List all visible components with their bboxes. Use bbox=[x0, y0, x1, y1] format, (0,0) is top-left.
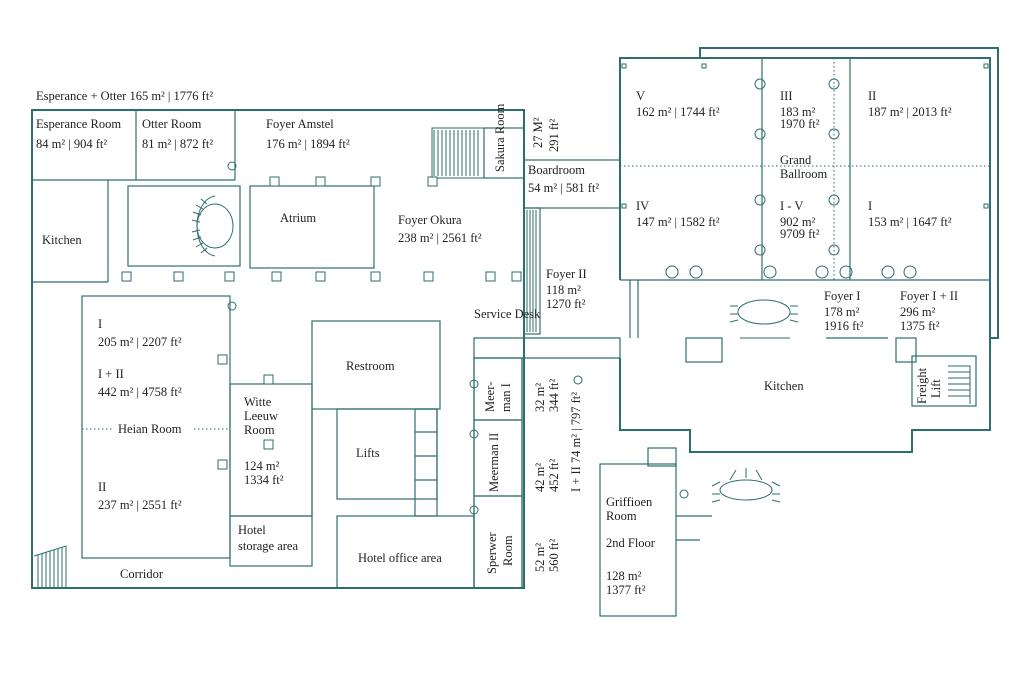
foyer-okura-name: Foyer Okura bbox=[398, 213, 462, 227]
foyer-i-area-m: 178 m² bbox=[824, 305, 860, 319]
sperwer-area-m: 52 m² bbox=[533, 543, 547, 572]
witte-leeuw-area-m: 124 m² bbox=[244, 459, 280, 473]
foyer-i-ii-name: Foyer I + II bbox=[900, 289, 958, 303]
sakura-name: Sakura Room bbox=[493, 103, 507, 172]
ballroom-ii-area: 187 m² | 2013 ft² bbox=[868, 105, 952, 119]
griffioen-area-m: 128 m² bbox=[606, 569, 642, 583]
boardroom-name: Boardroom bbox=[528, 163, 585, 177]
foyer-okura-area: 238 m² | 2561 ft² bbox=[398, 231, 482, 245]
ballroom-markers bbox=[227, 63, 989, 515]
heian-room-name: Heian Room bbox=[118, 422, 182, 436]
foyer-amstel-area: 176 m² | 1894 ft² bbox=[266, 137, 350, 151]
sakura-area-ft: 291 ft² bbox=[547, 118, 561, 152]
lifts-name: Lifts bbox=[356, 446, 380, 460]
atrium-name: Atrium bbox=[280, 211, 316, 225]
hotel-storage-name-2: storage area bbox=[238, 539, 298, 553]
foyer-ii-area-m: 118 m² bbox=[546, 283, 581, 297]
heian-ii-area: 237 m² | 2551 ft² bbox=[98, 498, 182, 512]
meerman-ii-area-ft: 452 ft² bbox=[547, 458, 561, 492]
meerman-i-area-ft: 344 ft² bbox=[547, 378, 561, 412]
ballroom-v-area: 162 m² | 1744 ft² bbox=[636, 105, 720, 119]
hotel-storage-name-1: Hotel bbox=[238, 523, 266, 537]
meerman-i-ii-text: I + II 74 m² | 797 ft² bbox=[569, 392, 583, 492]
griffioen-area-ft: 1377 ft² bbox=[606, 583, 646, 597]
ballroom-iii-area-ft: 1970 ft² bbox=[780, 117, 820, 131]
service-desk-name: Service Desk bbox=[474, 307, 541, 321]
ballroom-v-name: V bbox=[636, 89, 645, 103]
kitchen-east-name: Kitchen bbox=[764, 379, 804, 393]
meerman-ii-name: Meerman II bbox=[487, 433, 501, 492]
heian-i-ii-name: I + II bbox=[98, 367, 124, 381]
sperwer-area-ft: 560 ft² bbox=[547, 538, 561, 572]
corridor-name: Corridor bbox=[120, 567, 164, 581]
grand-ballroom-name-1: Grand bbox=[780, 153, 812, 167]
foyer-ii-area-ft: 1270 ft² bbox=[546, 297, 586, 311]
witte-leeuw-name-2: Leeuw bbox=[244, 409, 278, 423]
meerman-i-area-m: 32 m² bbox=[533, 383, 547, 412]
sperwer-name-1: Sperwer bbox=[485, 532, 499, 574]
heian-i-area: 205 m² | 2207 ft² bbox=[98, 335, 182, 349]
ballroom-ii-name: II bbox=[868, 89, 876, 103]
witte-leeuw-name-3: Room bbox=[244, 423, 275, 437]
foyer-i-area-ft: 1916 ft² bbox=[824, 319, 864, 333]
boardroom-area: 54 m² | 581 ft² bbox=[528, 181, 599, 195]
ballroom-iii-name: III bbox=[780, 89, 793, 103]
witte-leeuw-name-1: Witte bbox=[244, 395, 272, 409]
east-building-walls bbox=[619, 47, 999, 453]
heian-i-name: I bbox=[98, 317, 102, 331]
meerman-i-name-1: Meer- bbox=[483, 382, 497, 412]
meerman-ii-area-m: 42 m² bbox=[533, 463, 547, 492]
heian-ii-name: II bbox=[98, 480, 106, 494]
griffioen-floor: 2nd Floor bbox=[606, 536, 656, 550]
heian-i-ii-area: 442 m² | 4758 ft² bbox=[98, 385, 182, 399]
foyer-i-ii-area-m: 296 m² bbox=[900, 305, 936, 319]
foyer-i-name: Foyer I bbox=[824, 289, 860, 303]
west-pillars bbox=[121, 176, 522, 470]
otter-area: 81 m² | 872 ft² bbox=[142, 137, 213, 151]
ballroom-i-name: I bbox=[868, 199, 872, 213]
freight-lift-name-2: Lift bbox=[929, 379, 943, 398]
ballroom-i-v-area-ft: 9709 ft² bbox=[780, 227, 820, 241]
header-title: Esperance + Otter 165 m² | 1776 ft² bbox=[36, 89, 213, 103]
centre-walls bbox=[473, 110, 781, 617]
sperwer-name-2: Room bbox=[501, 535, 515, 566]
foyer-amstel-name: Foyer Amstel bbox=[266, 117, 334, 131]
esperance-name: Esperance Room bbox=[36, 117, 121, 131]
labels: Esperance + Otter 165 m² | 1776 ft² Espe… bbox=[36, 89, 958, 597]
foyer-i-ii-area-ft: 1375 ft² bbox=[900, 319, 940, 333]
restroom-name: Restroom bbox=[346, 359, 395, 373]
foyer-ii-name: Foyer II bbox=[546, 267, 587, 281]
esperance-area: 84 m² | 904 ft² bbox=[36, 137, 107, 151]
ballroom-i-area: 153 m² | 1647 ft² bbox=[868, 215, 952, 229]
otter-name: Otter Room bbox=[142, 117, 202, 131]
freight-lift-name-1: Freight bbox=[915, 367, 929, 404]
sakura-area-m: 27 M² bbox=[531, 117, 545, 148]
ballroom-iv-area: 147 m² | 1582 ft² bbox=[636, 215, 720, 229]
kitchen-west-name: Kitchen bbox=[42, 233, 82, 247]
hotel-office-name: Hotel office area bbox=[358, 551, 442, 565]
west-building-walls bbox=[31, 109, 525, 589]
grand-ballroom-name-2: Ballroom bbox=[780, 167, 827, 181]
griffioen-name-2: Room bbox=[606, 509, 637, 523]
meerman-i-name-2: man I bbox=[499, 383, 513, 412]
ballroom-iv-name: IV bbox=[636, 199, 649, 213]
witte-leeuw-area-ft: 1334 ft² bbox=[244, 473, 284, 487]
ballroom-iii-area-m: 183 m² bbox=[780, 105, 816, 119]
griffioen-name-1: Griffioen bbox=[606, 495, 653, 509]
ballroom-i-v-name: I - V bbox=[780, 199, 803, 213]
ballroom-i-v-area-m: 902 m² bbox=[780, 215, 816, 229]
